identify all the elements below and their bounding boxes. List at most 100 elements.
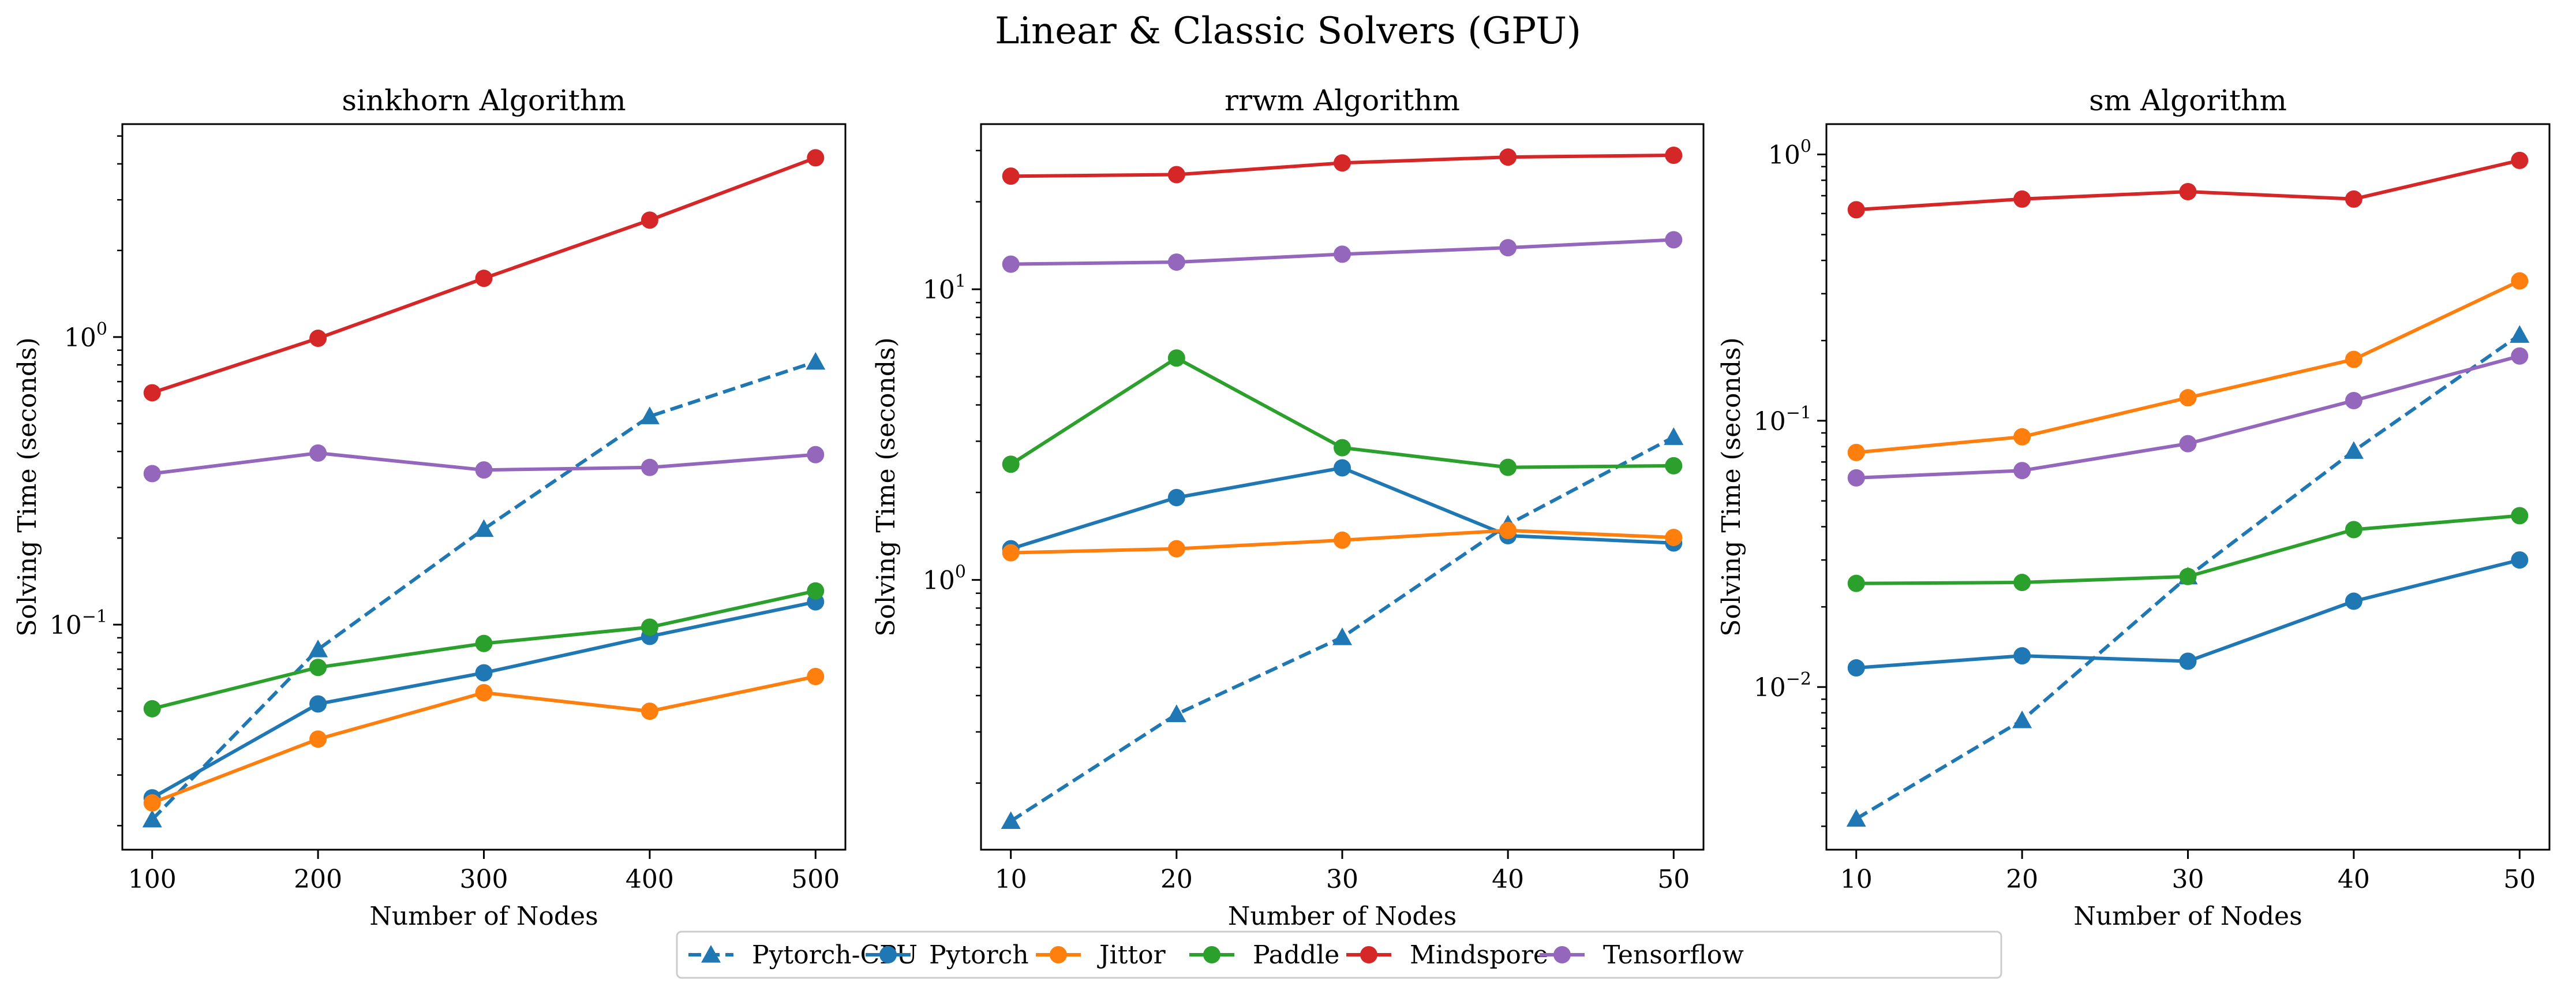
data-point-pytorch-cpu bbox=[2012, 710, 2032, 728]
data-point-tensorflow bbox=[2345, 392, 2362, 410]
data-point-mindspore bbox=[1499, 148, 1517, 166]
data-point-tensorflow bbox=[309, 444, 327, 462]
y-axis-label: Solving Time (seconds) bbox=[871, 337, 901, 636]
series-pytorch bbox=[1847, 551, 2529, 677]
x-tick-label: 10 bbox=[995, 865, 1027, 894]
data-point-mindspore bbox=[1002, 167, 1020, 185]
data-point-jittor bbox=[2179, 389, 2197, 407]
legend-item-pytorch-cpu: Pytorch-CPU bbox=[688, 940, 918, 970]
data-point-jittor bbox=[641, 702, 658, 720]
legend-marker bbox=[1553, 946, 1571, 963]
data-point-pytorch bbox=[2345, 592, 2362, 610]
data-point-pytorch-cpu bbox=[1166, 704, 1186, 722]
series-jittor bbox=[143, 668, 825, 812]
series-tensorflow bbox=[1002, 231, 1683, 273]
legend-label: Tensorflow bbox=[1603, 940, 1744, 970]
series-mindspore bbox=[143, 149, 825, 402]
data-point-mindspore bbox=[475, 270, 493, 287]
series-jittor bbox=[1002, 521, 1683, 562]
x-tick-label: 40 bbox=[1492, 865, 1524, 894]
data-point-pytorch bbox=[1167, 489, 1185, 507]
data-point-mindspore bbox=[2179, 182, 2197, 200]
x-tick-label: 50 bbox=[1657, 865, 1690, 894]
data-point-mindspore bbox=[641, 211, 658, 229]
x-tick-label: 10 bbox=[1840, 865, 1873, 894]
y-tick-label: 100 bbox=[64, 319, 107, 353]
y-tick-label: 100 bbox=[923, 562, 966, 596]
legend-item-tensorflow: Tensorflow bbox=[1540, 940, 1744, 970]
data-point-jittor bbox=[1499, 521, 1517, 539]
data-point-mindspore bbox=[807, 149, 825, 167]
series-mindspore bbox=[1002, 147, 1683, 185]
data-point-pytorch bbox=[475, 664, 493, 682]
data-point-pytorch-cpu bbox=[806, 352, 826, 370]
y-tick-label: 10−1 bbox=[1754, 403, 1811, 436]
data-point-paddle bbox=[1167, 349, 1185, 367]
legend-label: Jittor bbox=[1097, 940, 1166, 970]
data-point-jittor bbox=[1334, 531, 1351, 549]
legend-item-paddle: Paddle bbox=[1189, 940, 1339, 970]
data-point-paddle bbox=[143, 700, 161, 718]
plot-frame bbox=[980, 123, 1705, 851]
data-point-mindspore bbox=[2511, 151, 2529, 169]
legend-marker bbox=[879, 946, 897, 963]
legend-item-pytorch: Pytorch bbox=[866, 940, 1029, 970]
data-point-tensorflow bbox=[2013, 462, 2031, 480]
legend-frame bbox=[676, 931, 2002, 979]
data-point-paddle bbox=[1665, 457, 1683, 474]
data-point-pytorch bbox=[1847, 659, 1865, 677]
data-point-mindspore bbox=[2013, 190, 2031, 208]
series-pytorch-cpu bbox=[1001, 427, 1684, 829]
data-point-pytorch bbox=[2013, 647, 2031, 665]
data-point-jittor bbox=[1847, 443, 1865, 461]
data-point-paddle bbox=[2511, 507, 2529, 525]
data-point-tensorflow bbox=[1499, 239, 1517, 257]
data-point-mindspore bbox=[1167, 166, 1185, 184]
data-point-tensorflow bbox=[1334, 245, 1351, 263]
y-axis-label: Solving Time (seconds) bbox=[13, 337, 42, 636]
data-point-jittor bbox=[807, 668, 825, 686]
data-point-paddle bbox=[641, 618, 658, 636]
data-point-paddle bbox=[1847, 574, 1865, 592]
data-point-pytorch bbox=[309, 695, 327, 713]
data-point-pytorch-cpu bbox=[2510, 325, 2530, 343]
data-point-paddle bbox=[2345, 521, 2362, 539]
x-tick-label: 300 bbox=[460, 865, 508, 894]
panel-title: rrwm Algorithm bbox=[1225, 84, 1460, 117]
legend-item-mindspore: Mindspore bbox=[1346, 940, 1548, 970]
data-point-mindspore bbox=[1847, 201, 1865, 219]
y-axis-label: Solving Time (seconds) bbox=[1717, 337, 1746, 636]
data-point-pytorch-cpu bbox=[142, 809, 162, 828]
data-point-pytorch bbox=[2511, 551, 2529, 569]
y-tick-label: 10−1 bbox=[50, 607, 107, 640]
data-point-mindspore bbox=[1665, 147, 1683, 165]
series-pytorch bbox=[1002, 459, 1683, 558]
legend-label: Pytorch bbox=[929, 940, 1029, 970]
data-point-mindspore bbox=[1334, 154, 1351, 172]
data-point-paddle bbox=[807, 582, 825, 600]
series-line-jittor bbox=[1856, 279, 2521, 454]
data-point-mindspore bbox=[143, 384, 161, 402]
x-axis-label: Number of Nodes bbox=[2073, 902, 2302, 931]
data-point-jittor bbox=[1167, 540, 1185, 558]
x-tick-label: 20 bbox=[1160, 865, 1193, 894]
data-point-pytorch-cpu bbox=[1846, 809, 1866, 827]
legend-marker bbox=[1360, 946, 1377, 963]
legend-label: Mindspore bbox=[1410, 940, 1548, 970]
series-paddle bbox=[143, 582, 825, 718]
data-point-pytorch-cpu bbox=[1664, 427, 1684, 445]
x-tick-label: 30 bbox=[1326, 865, 1358, 894]
data-point-tensorflow bbox=[1847, 469, 1865, 487]
panel-title: sinkhorn Algorithm bbox=[342, 84, 626, 117]
legend-item-jittor: Jittor bbox=[1036, 940, 1166, 970]
data-point-jittor bbox=[1002, 544, 1020, 562]
data-point-pytorch-cpu bbox=[639, 406, 660, 424]
y-tick-label: 101 bbox=[923, 271, 966, 305]
legend-label: Paddle bbox=[1253, 940, 1339, 970]
data-point-jittor bbox=[2013, 428, 2031, 446]
data-point-pytorch-cpu bbox=[2343, 441, 2364, 459]
x-tick-label: 500 bbox=[791, 865, 840, 894]
panel-title: sm Algorithm bbox=[2089, 84, 2287, 117]
data-point-tensorflow bbox=[2511, 347, 2529, 365]
